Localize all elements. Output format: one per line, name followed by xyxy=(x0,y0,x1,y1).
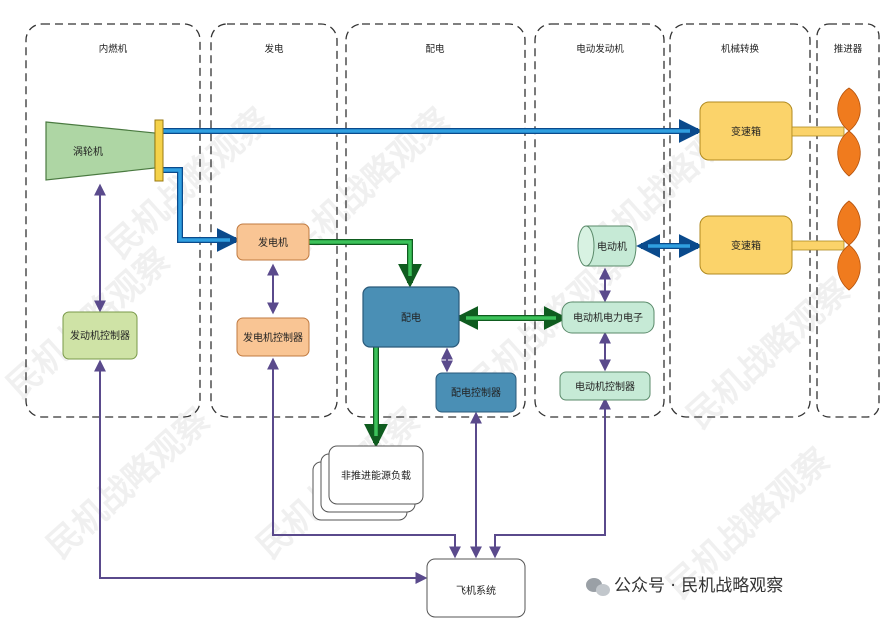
gearbox-top-node: 变速箱 xyxy=(699,101,793,161)
turbine-label: 涡轮机 xyxy=(73,145,103,158)
turbine-node: 涡轮机 xyxy=(45,119,164,182)
gearbox-top-label: 变速箱 xyxy=(731,125,761,138)
aircraft-system-node: 飞机系统 xyxy=(426,558,526,618)
non-propulsive-loads-label: 非推进能源负载 xyxy=(341,469,411,482)
motor-label: 电动机 xyxy=(597,240,627,253)
link-engine-controller-aircraft xyxy=(94,359,428,584)
column-title-gen: 发电 xyxy=(264,43,284,55)
motor-controller-node: 电动机控制器 xyxy=(559,371,651,401)
brand-text: 公众号 · 民机战略观察 xyxy=(614,576,783,596)
brand-watermark: 公众号 · 民机战略观察 xyxy=(586,576,783,596)
column-title-mech: 机械转换 xyxy=(721,43,760,55)
column-title-ice: 内燃机 xyxy=(99,43,128,55)
link-motor-controller-aircraft xyxy=(489,397,611,559)
column-title-dist: 配电 xyxy=(425,43,445,55)
aircraft-system-label: 飞机系统 xyxy=(456,584,496,597)
motor-node: 电动机 xyxy=(577,225,637,267)
distribution-controller-node: 配电控制器 xyxy=(435,372,517,413)
motor-power-electronics-node: 电动机电力电子 xyxy=(561,301,655,334)
engine-controller-node: 发动机控制器 xyxy=(62,311,138,360)
non-propulsive-loads-node: 非推进能源负载 xyxy=(312,445,424,521)
generator-label: 发电机 xyxy=(258,236,288,249)
gearbox-bottom-label: 变速箱 xyxy=(731,239,761,252)
generator-controller-node: 发电机控制器 xyxy=(236,317,310,357)
chat-bubble-icon xyxy=(586,578,610,596)
distribution-node: 配电 xyxy=(362,286,460,348)
control-links xyxy=(94,183,611,584)
watermark-text: 民机战略观察 xyxy=(39,400,217,566)
column-title-prop: 推进器 xyxy=(834,43,863,55)
watermark-text: 民机战略观察 xyxy=(679,270,857,436)
column-titles: 内燃机 发电 配电 电动发动机 机械转换 推进器 xyxy=(99,43,863,55)
link-turbine-generator xyxy=(163,167,241,252)
propeller-top-icon xyxy=(837,87,861,177)
link-generator-controller-aircraft xyxy=(267,357,461,559)
power-links xyxy=(309,239,568,448)
gearbox-bottom-node: 变速箱 xyxy=(699,215,793,275)
link-generator-distribution xyxy=(309,239,422,288)
generator-controller-label: 发电机控制器 xyxy=(243,331,303,344)
column-ice xyxy=(25,23,201,418)
generator-node: 发电机 xyxy=(236,223,310,261)
column-prop xyxy=(816,23,880,418)
engine-controller-label: 发动机控制器 xyxy=(70,329,130,342)
motor-power-electronics-label: 电动机电力电子 xyxy=(573,311,643,324)
column-motor xyxy=(534,23,665,418)
motor-controller-label: 电动机控制器 xyxy=(575,380,635,393)
propeller-shafts xyxy=(791,126,845,251)
propeller-bottom-icon xyxy=(837,200,861,291)
mechanical-links xyxy=(163,119,703,258)
distribution-controller-label: 配电控制器 xyxy=(451,386,501,399)
distribution-label: 配电 xyxy=(401,311,421,324)
column-mech xyxy=(669,23,811,418)
column-title-motor: 电动发动机 xyxy=(576,43,624,55)
